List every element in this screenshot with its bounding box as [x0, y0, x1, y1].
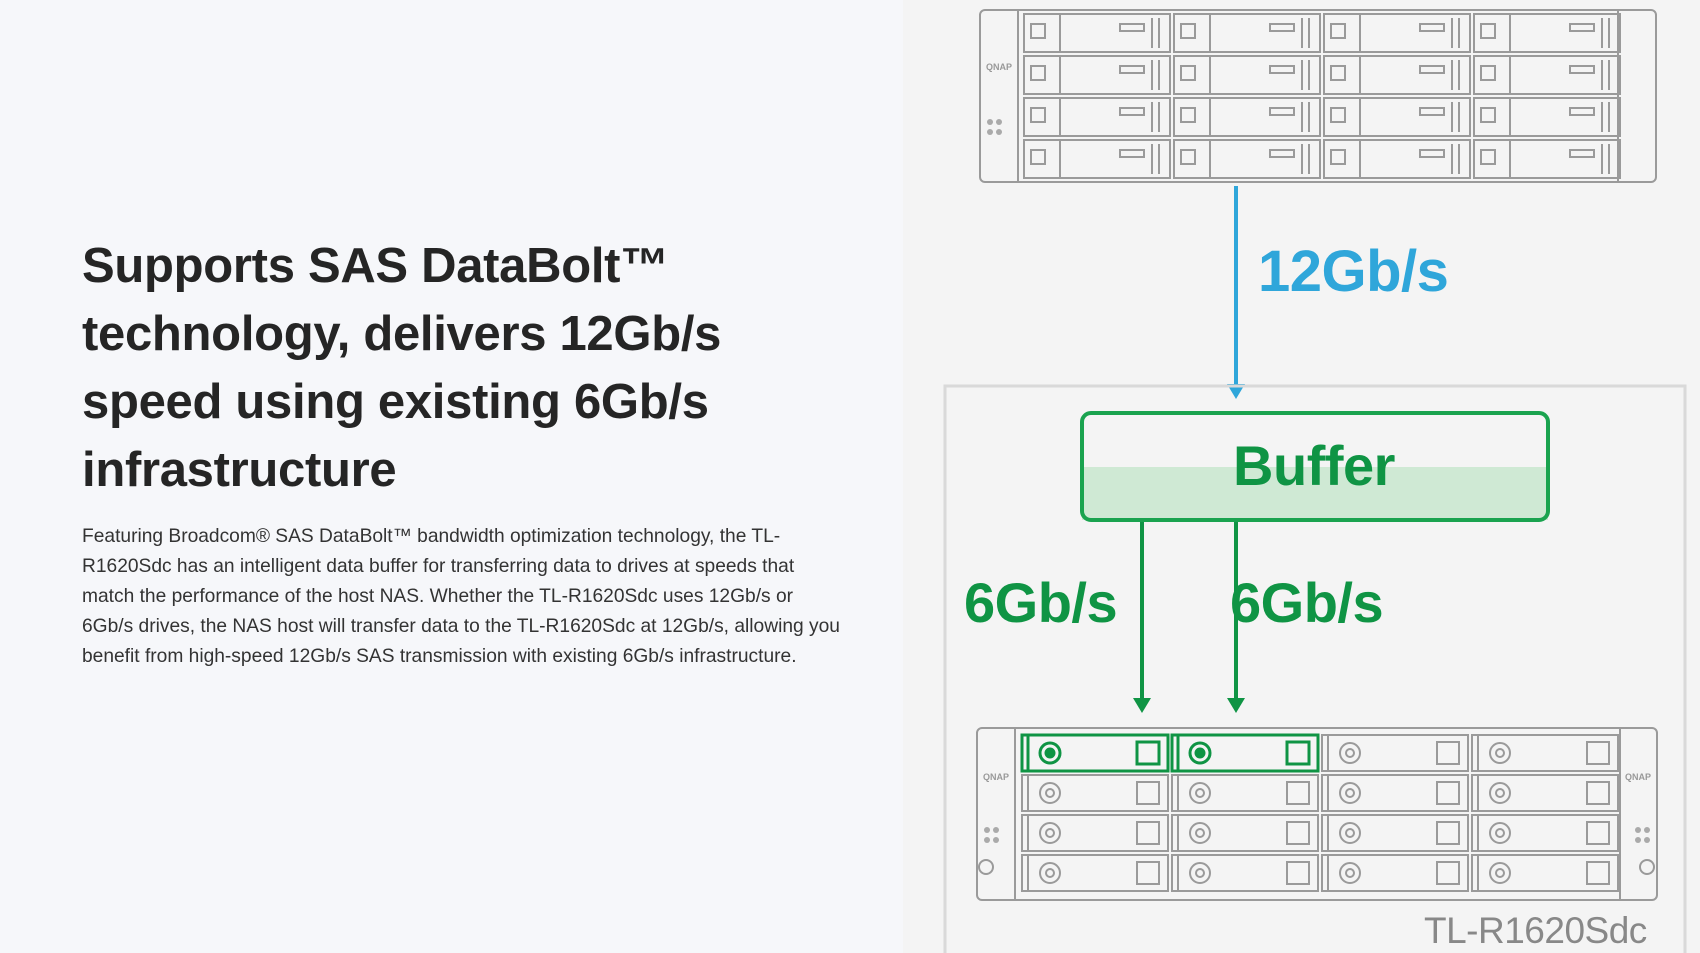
drive-bay: [1471, 814, 1619, 852]
host-status-leds: [987, 119, 1002, 135]
host-link-arrow: [1227, 186, 1245, 399]
host-logo: QNAP: [986, 62, 1012, 72]
host-speed-label: 12Gb/s: [1258, 239, 1449, 304]
buffer-label: Buffer: [1233, 434, 1395, 497]
drive-bay: [1023, 13, 1171, 53]
drive-bay: [1171, 854, 1319, 892]
drive-bay: [1173, 13, 1321, 53]
drive-bay: [1173, 55, 1321, 95]
power-button-icon: [978, 859, 1655, 875]
drive-bay: [1323, 97, 1471, 137]
feature-description: Featuring Broadcom® SAS DataBolt™ bandwi…: [82, 526, 840, 667]
drive-bay: [1021, 814, 1169, 852]
drive-bay: [1171, 774, 1319, 812]
drive-bay: [1473, 97, 1621, 137]
drive-bay: [1173, 139, 1321, 179]
drive-bay: [1023, 97, 1171, 137]
drive-bay: [1471, 854, 1619, 892]
host-nas-enclosure: [979, 9, 1657, 183]
expansion-logo-right: QNAP: [1625, 772, 1651, 782]
host-drive-bays: [1023, 13, 1621, 179]
drive-bay: [1023, 55, 1171, 95]
drive-bay: [1173, 97, 1321, 137]
drive-bay: [1473, 139, 1621, 179]
expansion-drive-bays: [1020, 733, 1619, 892]
drive-bay: [1171, 814, 1319, 852]
drive-bay: [1323, 139, 1471, 179]
feature-text-panel: Supports SAS DataBolt™ technology, deliv…: [82, 239, 840, 667]
drive-bay: [1473, 13, 1621, 53]
drive-link-arrow-1: [1133, 522, 1151, 713]
drive-bay: [1323, 55, 1471, 95]
active-drive-bay: [1170, 733, 1320, 773]
drive-bay: [1321, 734, 1469, 772]
active-drive-bay: [1020, 733, 1170, 773]
drive-bay: [1021, 774, 1169, 812]
drive-speed-label-2: 6Gb/s: [1230, 571, 1384, 634]
drive-bay: [1323, 13, 1471, 53]
feature-headline: Supports SAS DataBolt™ technology, deliv…: [82, 239, 722, 497]
drive-bay: [1471, 734, 1619, 772]
drive-bay: [1321, 774, 1469, 812]
drive-bay: [1473, 55, 1621, 95]
drive-speed-label-1: 6Gb/s: [964, 571, 1118, 634]
drive-bay: [1321, 854, 1469, 892]
expansion-unit-frame: [943, 384, 1687, 953]
drive-bay: [1471, 774, 1619, 812]
expansion-logo-left: QNAP: [983, 772, 1009, 782]
expansion-status-leds: [984, 827, 1650, 843]
expansion-enclosure: [976, 727, 1658, 901]
drive-bay: [1321, 814, 1469, 852]
drive-bay: [1021, 854, 1169, 892]
buffer-box: [1080, 411, 1550, 522]
drive-bay: [1023, 139, 1171, 179]
expansion-model-label: TL-R1620Sdc: [1424, 910, 1647, 951]
drive-link-arrow-2: [1227, 522, 1245, 713]
